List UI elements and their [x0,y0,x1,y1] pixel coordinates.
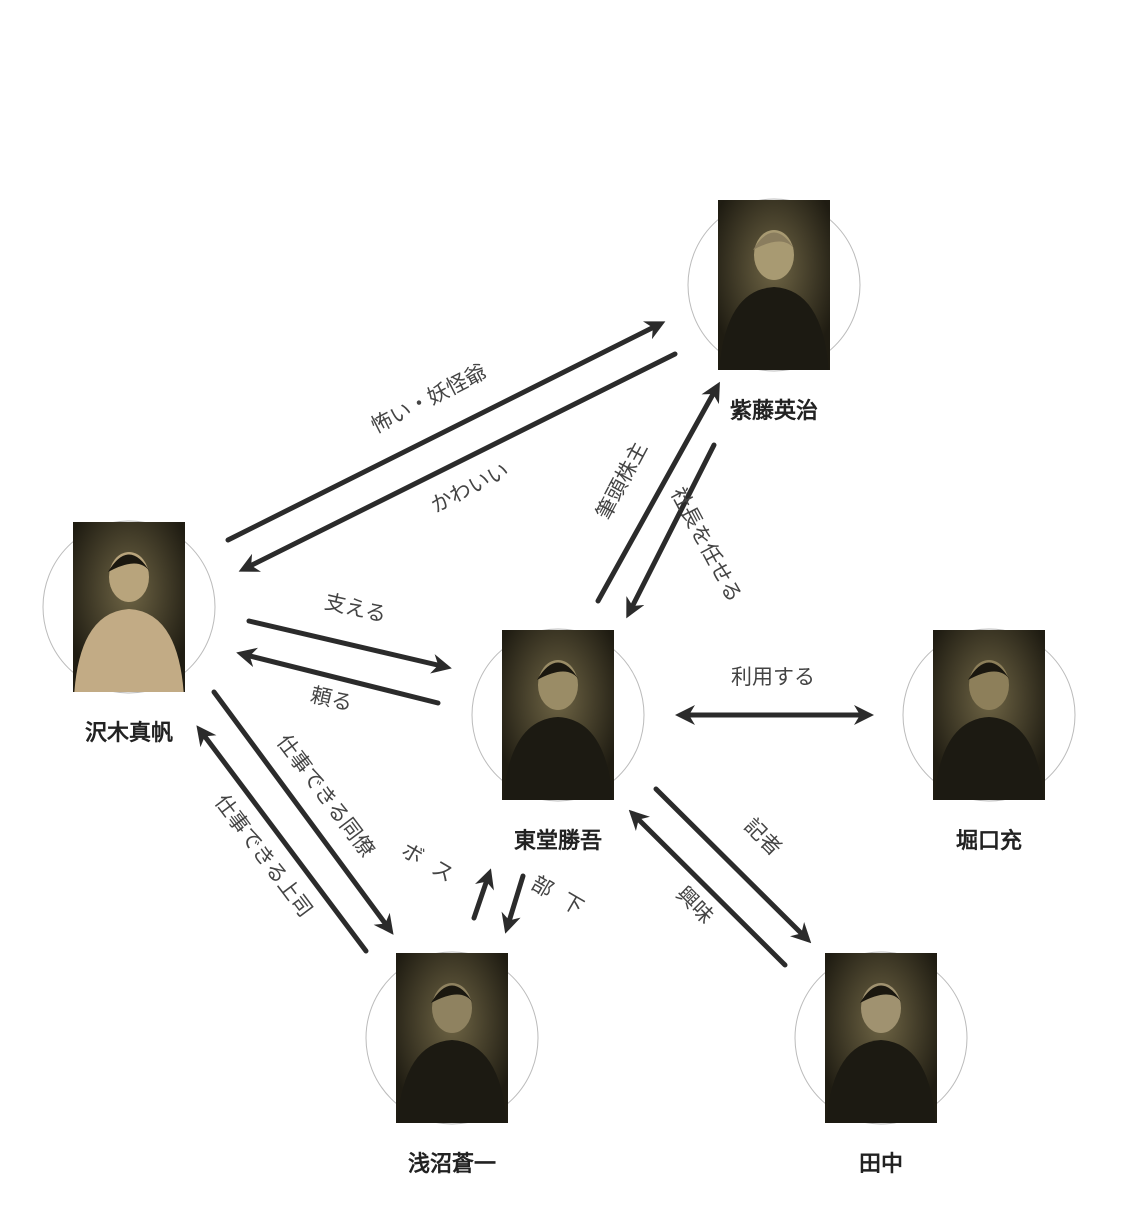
edge-asanuma-sawaki [196,725,369,954]
edge-sawaki-todo [246,618,452,674]
portrait-todo [471,628,645,802]
edge-todo-shido [595,381,720,604]
edge-sawaki-asanuma [211,689,394,935]
edge-todo-asanuma [501,873,526,934]
edge-todo-tanaka [653,786,812,944]
portrait-asanuma [365,951,539,1125]
edge-label: かわいい [427,458,513,518]
edge-label: 記者 [740,814,787,861]
edge-shido-sawaki [238,351,678,572]
edge-label: 怖い・妖怪爺 [367,359,490,438]
edge-label: 頼る [308,683,354,716]
portrait-shido [687,198,861,372]
edge-label: 社長を任せる [666,483,746,606]
edge-asanuma-todo [471,868,494,921]
edge-label: 支える [322,589,388,626]
portrait-sawaki [42,520,216,694]
edge-label: ボス [397,838,470,894]
edge-shido-todo [626,442,717,619]
edge-todo-sawaki [236,647,441,706]
node-name-sawaki: 沢木真帆 [85,720,173,746]
node-name-asanuma: 浅沼蒼一 [408,1152,496,1177]
edge-label: 部下 [527,871,600,927]
node-name-tanaka: 田中 [859,1152,903,1177]
edge-label: 筆頭株主 [592,438,653,523]
node-name-todo: 東堂勝吾 [514,829,602,854]
node-name-horiguchi: 堀口充 [956,828,1022,854]
portrait-tanaka [794,951,968,1125]
edge-sawaki-shido [225,321,666,543]
edge-tanaka-todo [628,809,788,968]
portrait-horiguchi [902,628,1076,802]
node-name-shido: 紫藤英治 [730,398,818,424]
edge-label: 利用する [731,665,815,689]
